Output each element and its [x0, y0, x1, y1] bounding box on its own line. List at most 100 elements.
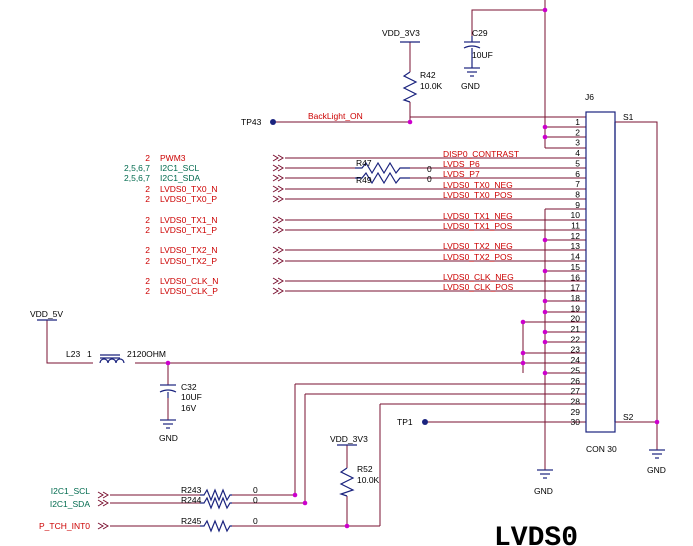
connector-pin-13: 13	[571, 241, 581, 251]
connector-pin-2: 2	[575, 127, 580, 137]
connector-pin-labels: 1234567891011121314151617181920212223242…	[571, 117, 581, 427]
c29-value: 10UF	[472, 50, 493, 60]
offpage-connector-icon	[272, 216, 279, 224]
connector-pin-26: 26	[571, 376, 581, 386]
offpage-connector-icon	[272, 195, 279, 203]
connector-pin-8: 8	[575, 189, 580, 199]
connector-pin-17: 17	[571, 283, 581, 293]
offpage-connector-icon	[272, 257, 279, 265]
connector-pin-3: 3	[575, 138, 580, 148]
junction-dots	[165, 7, 660, 529]
page-title: LVDS0	[494, 523, 578, 546]
connector-pin-10: 10	[571, 210, 581, 220]
c32-value: 10UF	[181, 392, 202, 402]
l23-pin2: 2	[127, 349, 132, 359]
signal-page-ref: 2,5,6,7	[124, 163, 150, 173]
connector-s1-label: S1	[623, 112, 634, 122]
r42-value: 10.0K	[420, 81, 443, 91]
net-label-lvds0_tx2_neg: LVDS0_TX2_NEG	[443, 241, 513, 251]
signal-name-i2c1_scl: I2C1_SCL	[160, 163, 199, 173]
tp43-testpoint: TP43 BackLight_ON	[241, 111, 363, 127]
vdd-5v-label: VDD_5V	[30, 309, 63, 319]
offpage-connector-icon	[272, 174, 279, 182]
l23-ref: L23	[66, 349, 80, 359]
net-label-lvds0_tx0_pos: LVDS0_TX0_POS	[443, 190, 513, 200]
l23-inductor-symbol	[99, 358, 125, 364]
connector-pin-19: 19	[571, 303, 581, 313]
signal-name-lvds0_clk_n: LVDS0_CLK_N	[160, 276, 218, 286]
offpage-connector-icon	[272, 164, 279, 172]
net-label-lvds_p6: LVDS_P6	[443, 159, 480, 169]
connector-pin-22: 22	[571, 334, 581, 344]
r244-ref: R244	[181, 495, 202, 505]
l23-pin1: 1	[87, 349, 92, 359]
offpage-connector-icon	[97, 522, 104, 530]
connector-value: CON 30	[586, 444, 617, 454]
r52-value: 10.0K	[357, 475, 380, 485]
connector-pin-11: 11	[571, 221, 580, 231]
connector-pin-9: 9	[575, 200, 580, 210]
offpage-connector-icon	[97, 499, 104, 507]
vdd-3v3-bottom-label: VDD_3V3	[330, 434, 368, 444]
signal-name-lvds0_tx1_p: LVDS0_TX1_P	[160, 225, 217, 235]
signal-page-ref: 2	[145, 153, 150, 163]
connector-pin-27: 27	[571, 386, 581, 396]
r245-value: 0	[253, 516, 258, 526]
r243-value: 0	[253, 485, 258, 495]
r52-ref: R52	[357, 464, 373, 474]
connector-pin-20: 20	[571, 314, 581, 324]
offpage-connector-icon	[97, 491, 104, 499]
offpage-connector-icon	[272, 185, 279, 193]
c32-voltage: 16V	[181, 403, 196, 413]
l23-value: 120OHM	[132, 349, 166, 359]
signal-name-i2c1_sda: I2C1_SDA	[160, 173, 200, 183]
j6-gnd-label: GND	[534, 486, 553, 496]
r49-value: 0	[427, 174, 432, 184]
connector-j6: J6 CON 30 S1 S2 123456789101112131415161…	[571, 92, 634, 454]
connector-pin-5: 5	[575, 158, 580, 168]
c32-gnd-label: GND	[159, 433, 178, 443]
signal-name-lvds0_tx0_n: LVDS0_TX0_N	[160, 184, 217, 194]
signal-name-lvds0_tx2_n: LVDS0_TX2_N	[160, 245, 217, 255]
r47-value: 0	[427, 164, 432, 174]
r42-resistor-symbol	[402, 71, 418, 103]
signal-page-ref: 2	[145, 215, 150, 225]
connector-pin-30: 30	[571, 417, 581, 427]
r52-pullup: VDD_3V3 R52 10.0K	[330, 434, 380, 497]
net-label-lvds0_clk_pos: LVDS0_CLK_POS	[443, 282, 514, 292]
vdd-5v-filter: VDD_5V L23 1 2 120OHM C32 10UF 16V GND	[30, 309, 202, 443]
r245-ref: R245	[181, 516, 202, 526]
net-label-disp0_contrast: DISP0_CONTRAST	[443, 149, 519, 159]
signal-name-lvds0_clk_p: LVDS0_CLK_P	[160, 286, 218, 296]
signal-name-lvds0_tx1_n: LVDS0_TX1_N	[160, 215, 217, 225]
signal-page-ref: 2	[145, 194, 150, 204]
offpage-connector-icon	[272, 226, 279, 234]
net-label-lvds0_tx0_neg: LVDS0_TX0_NEG	[443, 180, 513, 190]
net-label-lvds0_tx1_pos: LVDS0_TX1_POS	[443, 221, 513, 231]
connector-pin-18: 18	[571, 293, 581, 303]
net-label-lvds0_tx1_neg: LVDS0_TX1_NEG	[443, 211, 513, 221]
gnd-symbols: GND GND	[534, 449, 666, 496]
connector-pin-7: 7	[575, 179, 580, 189]
bottom-signal-p_tch_int0: P_TCH_INT0	[39, 521, 90, 531]
r42-ref: R42	[420, 70, 436, 80]
connector-pin-15: 15	[571, 262, 581, 272]
tp43-dot	[270, 119, 276, 125]
tp1-testpoint: TP1	[397, 417, 428, 427]
shield-gnd-label: GND	[647, 465, 666, 475]
signal-page-ref: 2	[145, 225, 150, 235]
r244-value: 0	[253, 495, 258, 505]
c32-ref: C32	[181, 382, 197, 392]
signal-page-ref: 2	[145, 184, 150, 194]
signal-page-ref: 2	[145, 276, 150, 286]
c29-capacitor: C29 10UF GND	[461, 28, 493, 91]
connector-pin-28: 28	[571, 396, 581, 406]
connector-ref: J6	[585, 92, 594, 102]
bottom-signal-i2c1_scl: I2C1_SCL	[51, 486, 90, 496]
wires	[46, 0, 658, 527]
c29-gnd-label: GND	[461, 81, 480, 91]
net-label-lvds0_clk_neg: LVDS0_CLK_NEG	[443, 272, 514, 282]
connector-pin-1: 1	[575, 117, 580, 127]
offpage-connector-icon	[272, 287, 279, 295]
